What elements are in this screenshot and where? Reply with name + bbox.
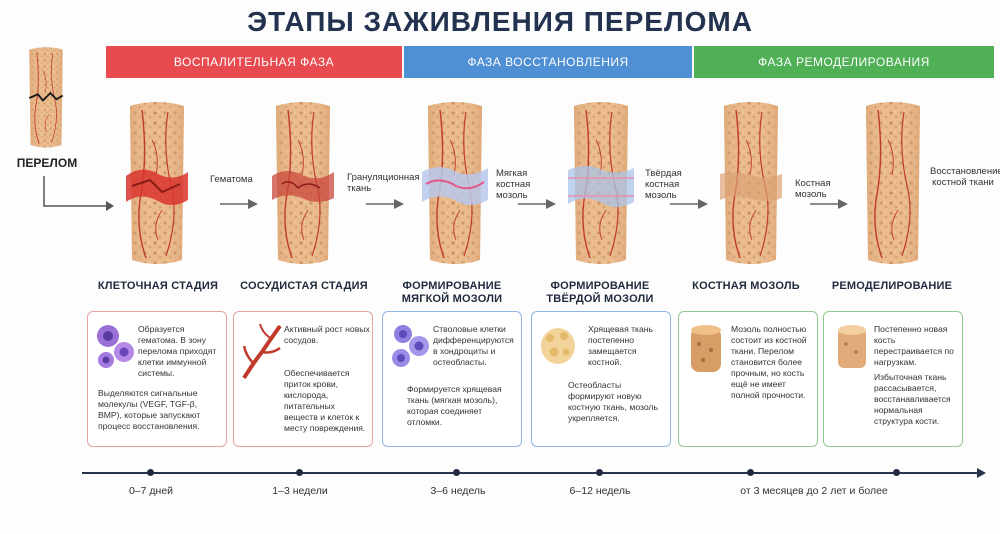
bone-soft-callus-illustration	[420, 100, 490, 268]
bone-hard-callus-illustration	[566, 100, 636, 268]
card-remodeling-text-top: Постепенно новая кость перестраивается п…	[874, 324, 954, 367]
phase-inflammatory-banner: ВОСПАЛИТЕЛЬНАЯ ФАЗА	[106, 46, 402, 78]
card-hard-callus-text-top: Хрящевая ткань постепенно замещается кос…	[588, 324, 653, 367]
timeline-tick	[893, 469, 900, 476]
card-hard-callus-stage: Хрящевая ткань постепенно замещается кос…	[531, 311, 671, 447]
bone-bony-callus-illustration	[716, 100, 786, 268]
timeline-tick	[147, 469, 154, 476]
remodeled-bone-icon	[838, 325, 866, 368]
card-remodeling-stage: Постепенно новая кость перестраивается п…	[823, 311, 963, 447]
arrow-right-icon	[366, 199, 404, 209]
bone-remodeled-illustration	[858, 100, 928, 268]
label-granulation: Грануляционная ткань	[347, 172, 420, 194]
card-cellular-stage: Образуется гематома. В зону перелома при…	[87, 311, 227, 447]
immune-cells-icon	[97, 325, 134, 368]
card-soft-callus-stage: Стволовые клетки дифференцируются в хонд…	[382, 311, 522, 447]
fractured-bone-illustration	[20, 46, 72, 150]
label-hard-callus: Твёрдая костная мозоль	[645, 168, 682, 201]
card-remodeling-text-bottom: Избыточная ткань рассасывается, восстана…	[874, 372, 951, 426]
label-remodeled: Восстановление костной ткани	[930, 166, 1000, 188]
card-soft-callus-text-bottom: Формируется хрящевая ткань (мягкая мозол…	[407, 384, 502, 427]
bone-segment-icon	[691, 325, 721, 372]
page-title: ЭТАПЫ ЗАЖИВЛЕНИЯ ПЕРЕЛОМА	[247, 6, 753, 37]
timeline-label-3-months-2-years: от 3 месяцев до 2 лет и более	[740, 485, 888, 497]
stage-title-vascular: СОСУДИСТАЯ СТАДИЯ	[240, 280, 368, 292]
stem-cells-icon	[392, 325, 429, 367]
card-vascular-text-bottom: Обеспечивается приток крови, кислорода, …	[284, 368, 366, 433]
stage-title-soft-callus: ФОРМИРОВАНИЕ МЯГКОЙ МОЗОЛИ	[401, 280, 503, 305]
arrow-right-icon	[518, 199, 556, 209]
card-bony-callus-stage: Мозоль полностью состоит из костной ткан…	[678, 311, 818, 447]
fracture-arrow-icon	[43, 176, 114, 211]
card-cellular-text-bottom: Выделяются сигнальные молекулы (VEGF, TG…	[98, 388, 201, 431]
cartilage-tissue-icon	[541, 328, 575, 364]
bone-hematoma-illustration	[122, 100, 192, 268]
timeline-tick	[596, 469, 603, 476]
timeline-axis	[82, 472, 982, 474]
timeline-label-6-12-weeks: 6–12 недель	[569, 485, 631, 497]
stage-title-cellular: КЛЕТОЧНАЯ СТАДИЯ	[97, 280, 219, 292]
arrow-right-icon	[670, 199, 708, 209]
timeline-tick	[747, 469, 754, 476]
blood-vessels-icon	[242, 323, 282, 380]
card-hard-callus-text-bottom: Остеобласты формируют новую костную ткан…	[568, 380, 658, 423]
timeline-label-1-3-weeks: 1–3 недели	[272, 485, 328, 497]
timeline-tick	[296, 469, 303, 476]
card-cellular-text-top: Образуется гематома. В зону перелома при…	[138, 324, 217, 378]
phase-remodeling-banner: ФАЗА РЕМОДЕЛИРОВАНИЯ	[694, 46, 994, 78]
stage-title-remodeling: РЕМОДЕЛИРОВАНИЕ	[831, 280, 953, 292]
timeline-tick	[453, 469, 460, 476]
bone-granulation-illustration	[268, 100, 338, 268]
card-vascular-text-top: Активный рост новых сосудов.	[284, 324, 370, 345]
timeline-label-3-6-weeks: 3–6 недель	[430, 485, 486, 497]
fracture-label: ПЕРЕЛОМ	[16, 156, 78, 170]
card-soft-callus-text-top: Стволовые клетки дифференцируются в хонд…	[433, 324, 514, 367]
label-hematoma: Гематома	[210, 174, 253, 185]
stage-title-hard-callus: ФОРМИРОВАНИЕ ТВЁРДОЙ МОЗОЛИ	[546, 280, 654, 305]
card-bony-callus-text-top: Мозоль полностью состоит из костной ткан…	[731, 324, 807, 400]
timeline-arrow-icon	[977, 468, 986, 478]
phase-repair-banner: ФАЗА ВОССТАНОВЛЕНИЯ	[404, 46, 692, 78]
stage-title-bony-callus: КОСТНАЯ МОЗОЛЬ	[692, 280, 800, 292]
arrow-right-icon	[810, 199, 848, 209]
arrow-right-icon	[220, 199, 258, 209]
label-bony-callus: Костная мозоль	[795, 178, 831, 200]
timeline-label-0-7-days: 0–7 дней	[128, 485, 174, 497]
label-soft-callus: Мягкая костная мозоль	[496, 168, 531, 201]
card-vascular-stage: Активный рост новых сосудов. Обеспечивае…	[233, 311, 373, 447]
